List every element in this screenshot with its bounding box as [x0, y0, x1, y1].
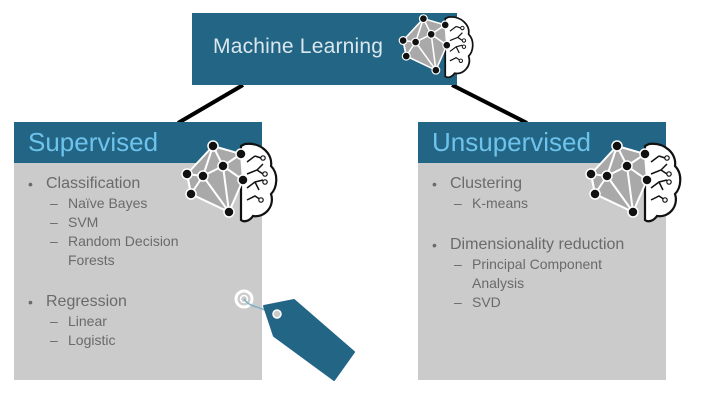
subitem-text: Linear: [68, 313, 107, 329]
list-subitem: –Naïve Bayes: [14, 194, 262, 213]
subitem-text: K-means: [472, 195, 529, 211]
list-subitem: –Logistic: [14, 331, 262, 350]
unsupervised-panel: Unsupervised Clustering –K-means Dimensi…: [418, 122, 666, 380]
dash-glyph: –: [50, 233, 58, 249]
brain-network-icon: [584, 139, 682, 223]
list-subitem: –SVD: [418, 293, 666, 312]
unsupervised-list: Clustering –K-means Dimensionality reduc…: [418, 174, 666, 312]
subitem-text: Random Decision: [68, 233, 179, 249]
dash-glyph: –: [454, 195, 462, 211]
list-subitem-continuation: Forests: [14, 251, 262, 270]
list-subitem: –Random Decision: [14, 232, 262, 251]
unsupervised-title: Unsupervised: [432, 127, 591, 157]
root-title: Machine Learning: [213, 35, 384, 58]
list-item: Dimensionality reduction: [418, 235, 666, 255]
list-item: Regression: [14, 292, 262, 312]
unsupervised-header: Unsupervised: [418, 122, 666, 163]
dash-glyph: –: [50, 214, 58, 230]
supervised-title: Supervised: [28, 127, 159, 157]
supervised-header: Supervised: [14, 122, 262, 163]
dash-glyph: –: [50, 332, 58, 348]
connector-left: [176, 83, 245, 125]
dash-glyph: –: [454, 294, 462, 310]
subitem-text: Principal Component: [472, 256, 602, 272]
subitem-text: SVM: [68, 214, 99, 230]
list-subitem-continuation: Analysis: [418, 274, 666, 293]
list-subitem: –Principal Component: [418, 255, 666, 274]
connector-right: [451, 83, 528, 125]
price-tag-icon: [234, 289, 355, 381]
subitem-text: Analysis: [472, 275, 525, 291]
subitem-text: Naïve Bayes: [68, 195, 148, 211]
brain-network-icon: [398, 13, 474, 79]
supervised-list: Classification –Naïve Bayes –SVM –Random…: [14, 174, 262, 350]
list-subitem: –SVM: [14, 213, 262, 232]
list-subitem: –Linear: [14, 312, 262, 331]
dash-glyph: –: [50, 195, 58, 211]
list-item: Clustering: [418, 174, 666, 194]
subitem-text: SVD: [472, 294, 501, 310]
brain-network-icon: [180, 139, 278, 223]
subitem-text: Forests: [68, 252, 115, 268]
list-subitem: –K-means: [418, 194, 666, 213]
dash-glyph: –: [454, 256, 462, 272]
supervised-panel: Supervised Classification –Naïve Bayes –…: [14, 122, 262, 380]
list-item: Classification: [14, 174, 262, 194]
subitem-text: Logistic: [68, 332, 116, 348]
dash-glyph: –: [50, 313, 58, 329]
